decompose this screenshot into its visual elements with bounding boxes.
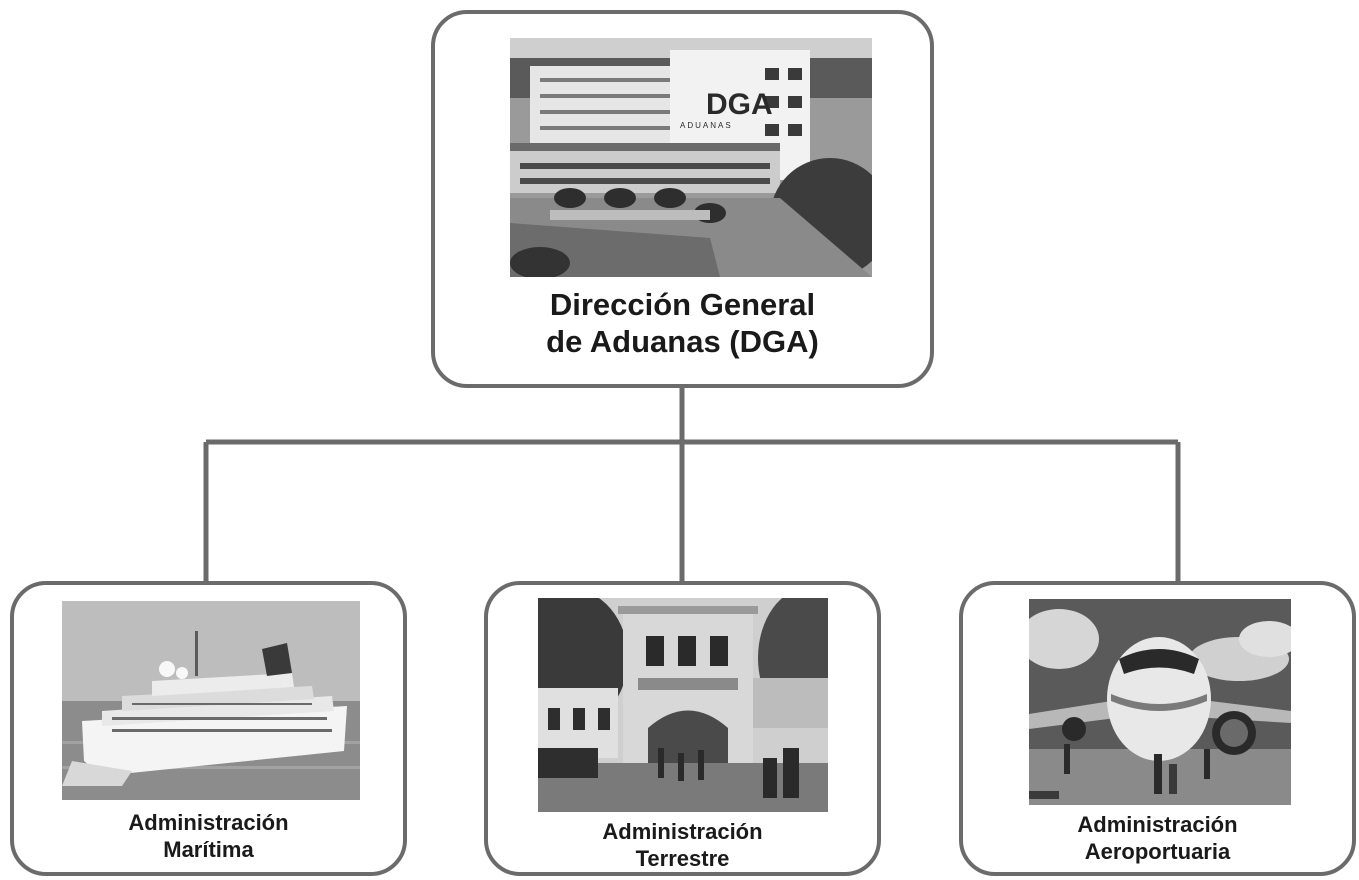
dga-logo: DGA [706,88,773,121]
air-label: Administración Aeroportuaria [963,811,1352,865]
dga-title: Dirección General de Aduanas (DGA) [435,286,930,360]
airplane-photo [1029,599,1291,805]
dga-title-line1: Dirección General [549,287,816,322]
node-dga: DGA ADUANAS Dirección Gener [431,10,934,388]
land-label-line1: Administración [602,819,763,844]
maritime-label-line1: Administración [128,810,289,835]
air-label-line1: Administración [1077,812,1238,837]
land-label-line2: Terrestre [635,846,730,871]
node-land: Administración Terrestre [484,581,881,876]
aduanas-logo-text: ADUANAS [680,121,733,130]
dga-title-line2: de Aduanas (DGA) [546,324,819,359]
air-label-line2: Aeroportuaria [1084,839,1231,864]
node-maritime: Administración Marítima [10,581,407,876]
node-air: Administración Aeroportuaria [959,581,1356,876]
maritime-label-line2: Marítima [163,837,254,862]
cruise-ship-photo [62,601,360,800]
land-label: Administración Terrestre [488,818,877,872]
dga-building-photo: DGA ADUANAS [510,38,872,277]
maritime-label: Administración Marítima [14,809,403,863]
border-gate-photo [538,598,828,812]
